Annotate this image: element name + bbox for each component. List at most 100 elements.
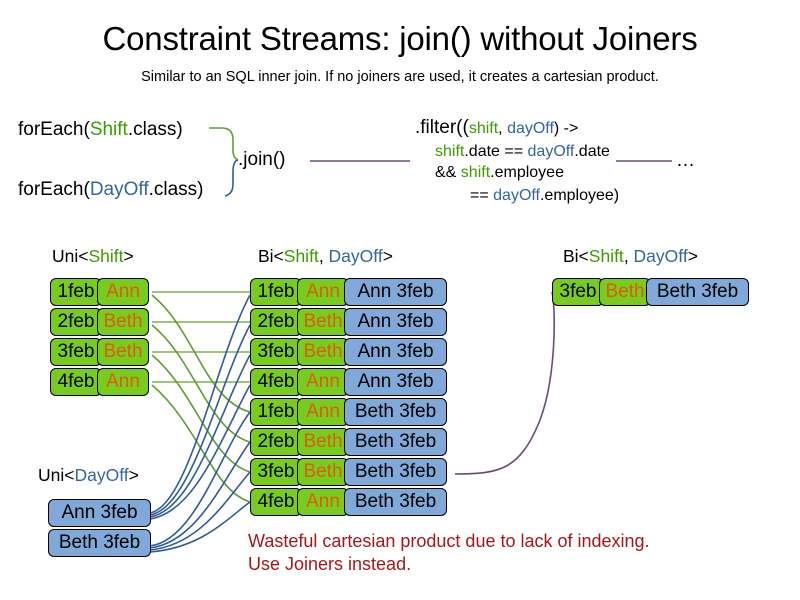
code-filter-line3: && shift.employee <box>435 163 564 183</box>
foreach-dayoff-suffix: .class) <box>148 179 204 200</box>
code-foreach-dayoff: forEach(DayOff.class) <box>18 178 204 201</box>
label-bi-right: Bi<Shift, DayOff> <box>563 246 698 267</box>
code-filter-line2: shift.date == dayOff.date <box>435 142 610 162</box>
dayoff-fact[interactable]: Beth 3feb <box>48 529 151 557</box>
code-foreach-shift: forEach(Shift.class) <box>18 118 183 141</box>
filter-l4-a: == <box>470 187 494 204</box>
bi-shift-date: 3feb <box>250 338 302 366</box>
bi-dayoff-pair: Beth 3feb <box>646 278 749 306</box>
bi-shift-date: 1feb <box>250 278 302 306</box>
page-title: Constraint Streams: join() without Joine… <box>102 20 698 57</box>
code-filter-line1: .filter((shift, dayOff) -> <box>415 118 578 139</box>
bi-mid-type-a: Shift <box>283 246 319 266</box>
bi-dayoff-pair: Ann 3feb <box>344 278 447 306</box>
bi-dayoff-pair: Beth 3feb <box>344 458 447 486</box>
uni-dayoff-prefix: Uni< <box>38 465 75 485</box>
filter-l4-b: .employee) <box>539 187 620 204</box>
filter-l3-b: .employee <box>490 164 564 181</box>
filter-param-shift: shift <box>468 120 499 137</box>
uni-dayoff-suffix: > <box>128 465 139 485</box>
bi-shift-date: 2feb <box>250 308 302 336</box>
bi-shift-employee: Beth <box>297 428 349 456</box>
shift-date: 3feb <box>50 338 102 366</box>
bi-shift-employee: Ann <box>297 278 349 306</box>
filter-l2-a: .date == <box>464 143 528 160</box>
page-subtitle: Similar to an SQL inner join. If no join… <box>141 69 659 85</box>
filter-param-dayoff: dayOff <box>507 120 554 137</box>
bi-dayoff-pair: Beth 3feb <box>344 488 447 516</box>
bi-shift-employee: Beth <box>599 278 651 306</box>
bi-shift-employee: Ann <box>297 368 349 396</box>
label-uni-shift: Uni<Shift> <box>52 246 134 267</box>
shift-employee: Ann <box>97 368 149 396</box>
bi-right-type-a: Shift <box>588 246 624 266</box>
shift-date: 2feb <box>50 308 102 336</box>
shift-employee: Beth <box>97 338 149 366</box>
purple-result-wire <box>454 291 556 475</box>
uni-shift-type: Shift <box>88 246 124 266</box>
dayoff-fact[interactable]: Ann 3feb <box>48 499 151 527</box>
shift-date: 1feb <box>50 278 102 306</box>
bi-mid-prefix: Bi< <box>258 246 284 266</box>
shift-employee: Ann <box>97 278 149 306</box>
blue-wires <box>149 294 251 553</box>
foreach-shift-prefix: forEach( <box>18 119 90 140</box>
uni-shift-prefix: Uni< <box>52 246 89 266</box>
bi-mid-type-b: DayOff <box>328 246 383 266</box>
bi-shift-date: 3feb <box>250 458 302 486</box>
dayoff-pair: Ann 3feb <box>48 499 151 527</box>
code-filter-line4: == dayOff.employee) <box>470 186 619 206</box>
bi-dayoff-pair: Ann 3feb <box>344 338 447 366</box>
foreach-dayoff-type: DayOff <box>89 179 149 200</box>
brace-shift-to-join <box>209 127 239 161</box>
bi-shift-date: 3feb <box>552 278 604 306</box>
uni-shift-suffix: > <box>123 246 134 266</box>
filter-l2-dayoff: dayOff <box>527 143 575 160</box>
bi-shift-date: 1feb <box>250 398 302 426</box>
label-uni-dayoff: Uni<DayOff> <box>38 465 139 486</box>
bi-shift-date: 4feb <box>250 368 302 396</box>
filter-l3-shift: shift <box>460 164 491 181</box>
label-bi-middle: Bi<Shift, DayOff> <box>258 246 393 267</box>
warning-line-2: Use Joiners instead. <box>248 554 412 574</box>
filter-open: .filter(( <box>415 117 469 138</box>
bi-mid-suffix: > <box>382 246 393 266</box>
bi-dayoff-pair: Beth 3feb <box>344 398 447 426</box>
shift-employee: Beth <box>97 308 149 336</box>
bi-shift-employee: Beth <box>297 338 349 366</box>
filter-comma: , <box>498 120 508 137</box>
bi-mid-comma: , <box>318 246 329 266</box>
filter-l2-b: .date <box>574 143 610 160</box>
bi-right-type-b: DayOff <box>633 246 688 266</box>
bi-shift-date: 4feb <box>250 488 302 516</box>
bi-right-comma: , <box>623 246 634 266</box>
foreach-shift-type: Shift <box>89 119 128 140</box>
bi-shift-employee: Beth <box>297 458 349 486</box>
filter-arrow: ) -> <box>553 120 579 137</box>
bi-shift-employee: Beth <box>297 308 349 336</box>
bi-dayoff-pair: Beth 3feb <box>344 428 447 456</box>
warning-line-1: Wasteful cartesian product due to lack o… <box>248 531 650 551</box>
green-wires-crossing <box>151 294 251 503</box>
bi-right-suffix: > <box>687 246 698 266</box>
bi-right-prefix: Bi< <box>563 246 589 266</box>
green-wires <box>151 291 250 383</box>
bi-dayoff-pair: Ann 3feb <box>344 308 447 336</box>
foreach-shift-suffix: .class) <box>127 119 183 140</box>
